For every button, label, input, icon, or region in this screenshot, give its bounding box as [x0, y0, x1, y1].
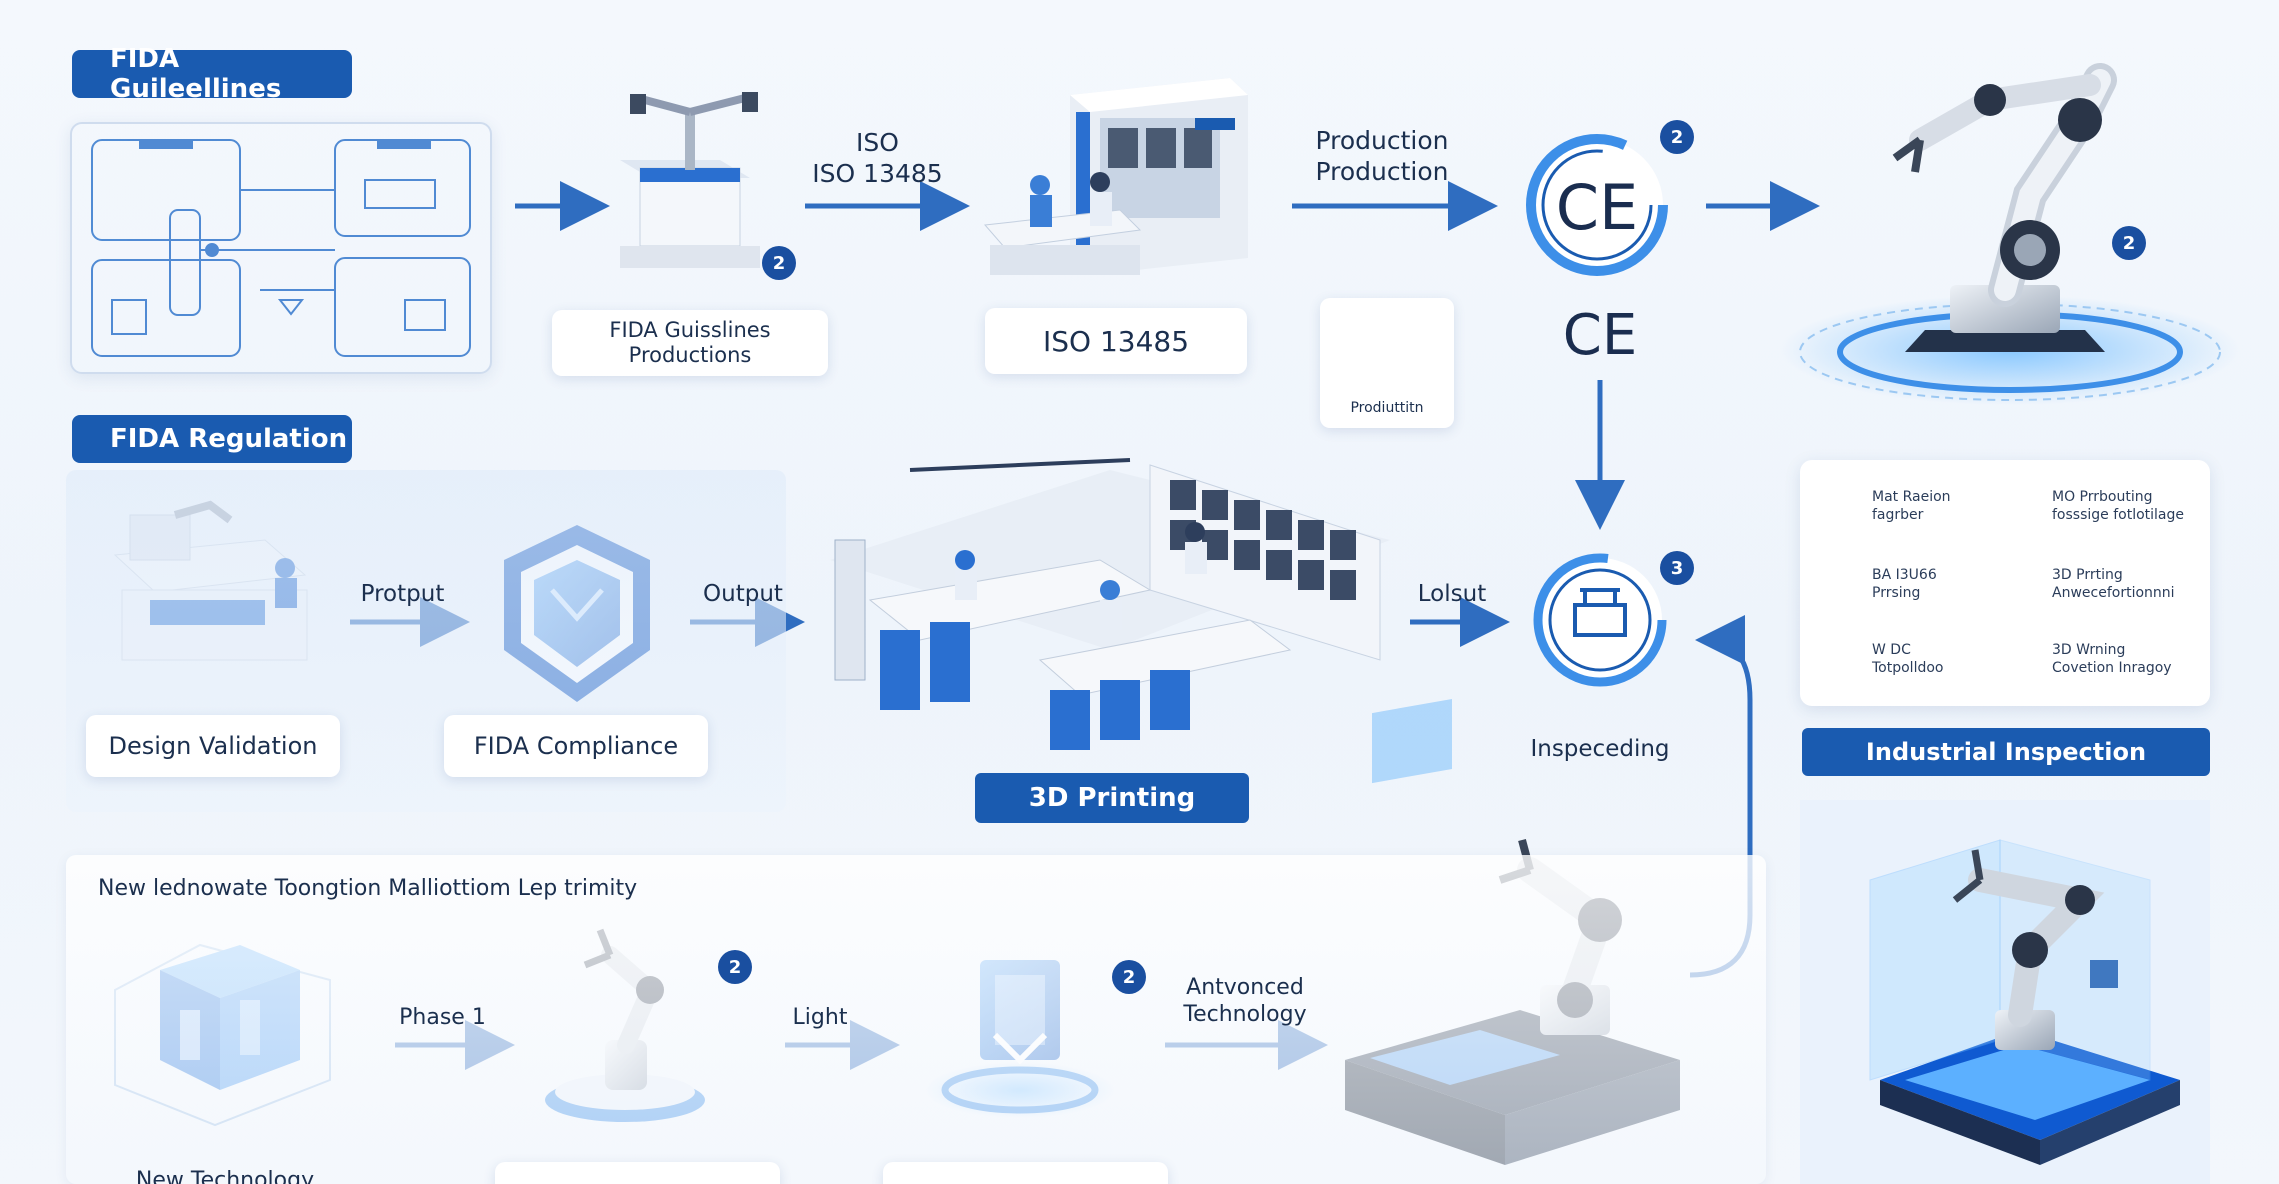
- guidelines-card: [70, 122, 492, 374]
- badge-inspection: 3: [1660, 551, 1694, 585]
- legend-card: [1800, 460, 2210, 706]
- arrow-label-production: Production Production: [1315, 126, 1449, 186]
- caption-card-3: [883, 1162, 1168, 1184]
- robot-arm-illustration-top: [1780, 63, 2240, 405]
- caption-new-technology: New Technology: [135, 1168, 315, 1184]
- arrow-label-protput: Protput: [360, 581, 445, 607]
- industrial-inspection-banner: Industrial Inspection: [1802, 728, 2210, 776]
- inspecting-label: Inspeceding: [1530, 736, 1670, 762]
- holographic-robot-illustration: [1800, 800, 2210, 1184]
- section-label-guidelines: FIDA Guileellines: [72, 44, 352, 104]
- ce-text: CE: [1562, 303, 1638, 368]
- ce-mark-inside-ring: CE: [1555, 171, 1639, 244]
- inspection-ring-icon: [1533, 553, 1667, 687]
- design-validation-card: Design Validation: [86, 715, 340, 777]
- gripper-machine-illustration: [620, 92, 760, 268]
- arrow-label-output: Output: [703, 581, 783, 607]
- badge-ce: 2: [1660, 120, 1694, 154]
- arrow-label-iso: ISO ISO 13485: [812, 128, 943, 188]
- innovation-panel: [66, 855, 1766, 1184]
- fida-compliance-card: FIDA Compliance: [444, 715, 708, 777]
- step-iso-13485: ISO 13485: [985, 308, 1247, 374]
- badge-step1: 2: [762, 246, 796, 280]
- cleanroom-lab-illustration: [983, 78, 1248, 275]
- arrow-label-phase1: Phase 1: [399, 1005, 486, 1030]
- 3d-printing-banner: 3D Printing: [975, 773, 1249, 823]
- printing-lab-illustration: [830, 458, 1390, 750]
- mini-production-card: Prodiuttitn: [1320, 298, 1454, 428]
- arrow-label-lolsut: Lolsut: [1417, 581, 1487, 607]
- arrow-label-advanced-tech: Antvonced Technology: [1183, 975, 1307, 1027]
- badge-small-robot: 2: [718, 950, 752, 984]
- section-label-regulation: FIDA Regulation: [72, 415, 352, 463]
- section-label-innovation: New lednowate Toongtion Malliottiom Lep …: [98, 876, 638, 901]
- legend-item-6-text: 3D Wrning Covetion Inragoy: [2052, 642, 2172, 677]
- legend-item-4-text: 3D Prrting Anwecefortionnni: [2052, 567, 2175, 602]
- legend-item-2-text: MO Prrbouting fosssige fotlotilage: [2052, 489, 2185, 524]
- legend-item-1-text: Mat Raeion fagrber: [1872, 489, 1951, 524]
- badge-robot-top: 2: [2112, 226, 2146, 260]
- arrow-label-light: Light: [792, 1005, 848, 1030]
- legend-item-3-text: BA I3U66 Prrsing: [1872, 567, 1937, 602]
- caption-card-2: [495, 1162, 780, 1184]
- step-guidelines-productions: FIDA Guisslines Productions: [552, 310, 828, 376]
- legend-item-5-text: W DC Totpolldoo: [1872, 642, 1944, 677]
- badge-glowing-part: 2: [1112, 960, 1146, 994]
